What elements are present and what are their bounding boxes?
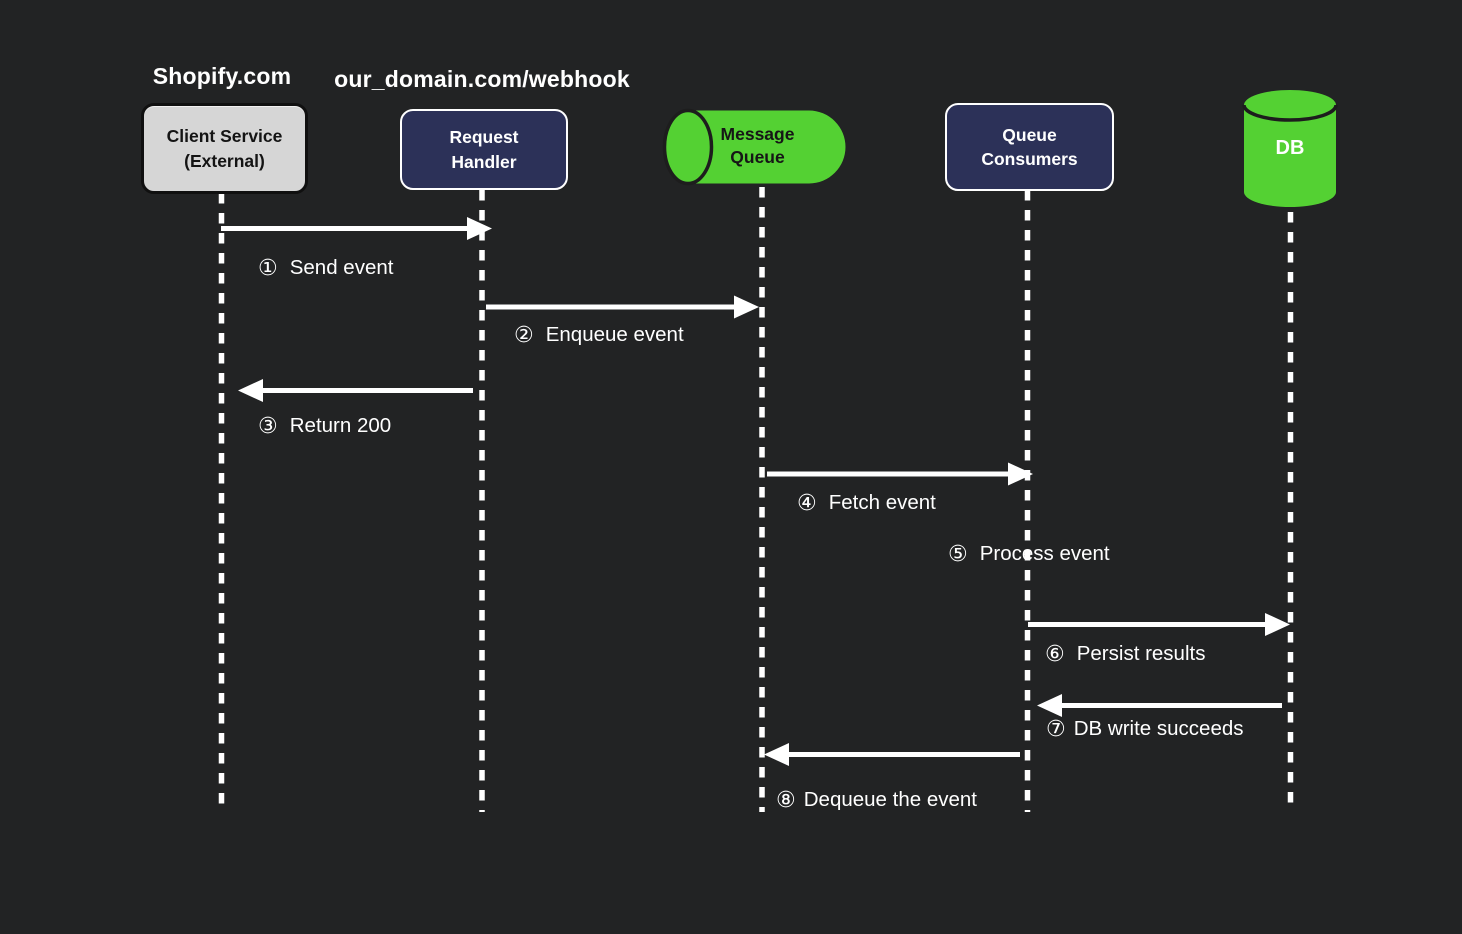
message-text: Send event bbox=[289, 256, 394, 279]
db-cylinder-icon bbox=[1242, 90, 1338, 207]
message-number: ⑤ bbox=[948, 541, 968, 566]
actor-request-handler: Request Handler bbox=[400, 109, 568, 190]
actor-label-line: (External) bbox=[184, 150, 265, 171]
message-label-6: ⑥ Persist results bbox=[1045, 641, 1205, 667]
actor-client-service-label: Client Service (External) bbox=[167, 124, 283, 172]
actor-label-line: Message bbox=[720, 124, 795, 144]
message-text: Fetch event bbox=[828, 491, 936, 514]
actor-queue-consumers: Queue Consumers bbox=[945, 103, 1114, 191]
message-number: ⑦ bbox=[1046, 716, 1066, 741]
actor-db: DB bbox=[1275, 137, 1305, 159]
message-text: DB write succeeds bbox=[1073, 717, 1244, 740]
message-arrows bbox=[221, 217, 1290, 766]
arrow-send-event bbox=[221, 217, 492, 240]
message-text: Persist results bbox=[1076, 642, 1206, 665]
actor-label-line: Consumers bbox=[981, 149, 1078, 169]
message-text: Dequeue the event bbox=[803, 788, 977, 811]
message-label-7: ⑦ DB write succeeds bbox=[1046, 716, 1244, 742]
message-number: ② bbox=[514, 322, 534, 347]
actor-label-line: Queue bbox=[730, 147, 785, 168]
actor-label-line: Request bbox=[449, 127, 519, 148]
arrow-db-write-succeeds bbox=[1037, 694, 1282, 717]
arrow-fetch-event bbox=[767, 462, 1033, 486]
message-label-4: ④ Fetch event bbox=[797, 490, 936, 516]
message-text: Return 200 bbox=[289, 414, 392, 437]
arrow-dequeue-the-event bbox=[764, 743, 1020, 766]
arrow-return-200 bbox=[238, 379, 473, 402]
message-label-3: ③ Return 200 bbox=[258, 413, 391, 439]
message-label-2: ② Enqueue event bbox=[514, 322, 684, 348]
actor-client-service: Client Service (External) bbox=[141, 103, 308, 194]
message-text: Enqueue event bbox=[545, 323, 684, 346]
message-label-8: ⑧ Dequeue the event bbox=[776, 787, 977, 813]
message-text: Process event bbox=[979, 542, 1110, 565]
message-queue-cylinder-icon bbox=[662, 108, 846, 186]
message-label-1: ① Send event bbox=[258, 255, 393, 281]
arrow-persist-results bbox=[1028, 613, 1290, 636]
actor-label-line: Handler bbox=[451, 151, 517, 172]
message-number: ④ bbox=[797, 490, 817, 515]
actor-label-line: Queue bbox=[1002, 124, 1057, 145]
actor-request-handler-label: Request Handler bbox=[449, 125, 518, 173]
message-number: ① bbox=[258, 255, 278, 280]
client-domain-label: Shopify.com bbox=[152, 63, 292, 89]
message-number: ⑧ bbox=[776, 787, 796, 812]
actor-queue-consumers-label: Queue Consumers bbox=[981, 123, 1077, 171]
webhook-url-label: our_domain.com/webhook bbox=[334, 66, 630, 92]
actor-message-queue: Message Queue bbox=[685, 123, 830, 169]
actor-label-line: Client Service bbox=[166, 126, 283, 147]
message-number: ⑥ bbox=[1045, 641, 1065, 666]
message-label-5: ⑤ Process event bbox=[948, 541, 1110, 567]
message-number: ③ bbox=[258, 413, 278, 438]
arrow-enqueue-event bbox=[486, 295, 759, 319]
lifelines bbox=[218, 187, 1294, 812]
